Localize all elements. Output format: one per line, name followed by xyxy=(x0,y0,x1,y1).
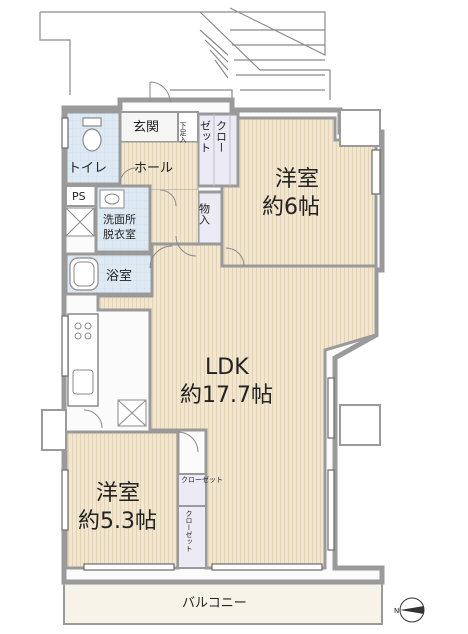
entrance-label: 玄関 xyxy=(133,120,159,135)
balcony-label: バルコニー xyxy=(182,596,247,611)
washbasin-bowl xyxy=(104,193,120,205)
western-room-1-name: 洋室 xyxy=(275,167,319,192)
washroom-label-1: 洗面所 xyxy=(103,213,136,226)
door-swings xyxy=(83,81,245,453)
exterior-stair xyxy=(39,7,331,100)
kitchen-sink xyxy=(72,369,94,395)
kitchen-counter xyxy=(67,313,99,407)
compass-icon: N xyxy=(394,597,425,623)
toilet-tank xyxy=(82,117,102,127)
toilet-label: トイレ xyxy=(68,161,107,176)
washroom-label-2: 脱衣室 xyxy=(103,227,136,241)
storage-label: 物入 xyxy=(198,202,211,225)
western-room-2-name: 洋室 xyxy=(96,481,140,506)
hall-label: ホール xyxy=(134,161,173,176)
columns xyxy=(41,109,381,451)
western-room-2-size: 約5.3帖 xyxy=(78,509,157,534)
bathroom-label: 浴室 xyxy=(106,268,132,284)
western-room-1-size: 約6帖 xyxy=(262,195,320,220)
hall-floor xyxy=(119,141,199,191)
closet-3-label: クローゼット xyxy=(185,510,193,552)
compass-north-label: N xyxy=(394,607,399,615)
closet-3-floor xyxy=(177,505,207,569)
ldk-name: LDK xyxy=(205,355,249,380)
western-room-2-floor xyxy=(64,430,180,570)
closet-1-label-top: クロー xyxy=(215,120,228,153)
closet-2-label: クローゼット xyxy=(181,475,223,484)
pipe-space-label: PS xyxy=(72,190,86,203)
closet-1-label-bottom: ゼット xyxy=(199,120,212,153)
washbasin xyxy=(99,189,125,209)
shoe-storage-label: 下足入 xyxy=(179,122,187,143)
toilet-bowl xyxy=(82,128,102,152)
balcony-floor xyxy=(63,581,383,625)
windows xyxy=(61,117,381,571)
ldk-size: 約17.7帖 xyxy=(180,383,273,408)
bathtub xyxy=(69,257,99,291)
